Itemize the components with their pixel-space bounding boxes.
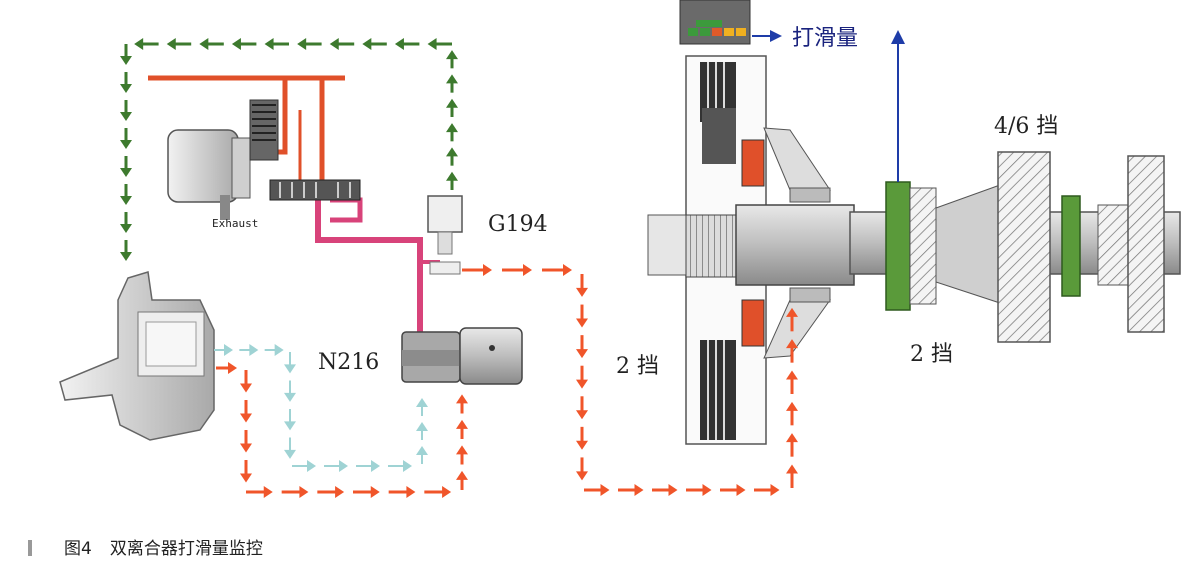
- figure-caption: 图4 双离合器打滑量监控: [28, 534, 263, 559]
- slip-amount-label: 打滑量: [792, 26, 859, 51]
- gear-2-shaft-label: 2 挡: [910, 342, 953, 367]
- cyan-arrow-arrowhead: [284, 392, 296, 402]
- orange-arrow-arrowhead: [523, 264, 532, 276]
- green-arrow-arrowhead: [446, 74, 458, 84]
- orange-arrow-arrowhead: [456, 419, 468, 429]
- orange-arrow-arrowhead: [576, 349, 588, 359]
- orange-arrow-arrowhead: [702, 484, 712, 496]
- orange-arrow-arrowhead: [240, 473, 252, 483]
- figure-title: 双离合器打滑量监控: [109, 539, 263, 559]
- gear-2-clutch-label: 2 挡: [616, 354, 659, 379]
- green-arrow-arrowhead: [231, 38, 241, 50]
- orange-arrow-arrowhead: [456, 470, 468, 480]
- cyan-arrow-arrowhead: [307, 460, 316, 472]
- cyan-arrow-arrowhead: [224, 344, 233, 356]
- green-arrow-arrowhead: [120, 252, 132, 261]
- orange-arrow-arrowhead: [736, 484, 746, 496]
- green-arrow-arrowhead: [446, 50, 458, 60]
- orange-arrow-arrowhead: [786, 433, 798, 443]
- green-arrow-arrowhead: [134, 38, 144, 50]
- orange-arrow-arrowhead: [563, 264, 572, 276]
- hydraulic-lines: [148, 75, 440, 335]
- orange-arrow-arrowhead: [576, 471, 588, 481]
- diagram-svg: [59, 0, 1181, 498]
- cyan-arrow-arrowhead: [371, 460, 380, 472]
- orange-arrow-arrowhead: [576, 318, 588, 328]
- orange-arrow-arrowhead: [228, 362, 237, 374]
- green-arrow-arrowhead: [446, 147, 458, 157]
- orange-arrow-arrowhead: [240, 443, 252, 453]
- orange-arrow-arrowhead: [786, 339, 798, 349]
- orange-arrow-arrowhead: [370, 486, 380, 498]
- cyan-arrow-arrowhead: [339, 460, 348, 472]
- orange-arrow-arrowhead: [668, 484, 678, 496]
- orange-arrow-arrowhead: [442, 486, 452, 498]
- orange-arrow-arrowhead: [634, 484, 644, 496]
- n216-valve: [401, 327, 523, 385]
- dual-clutch: [647, 55, 855, 445]
- orange-arrow-arrowhead: [240, 413, 252, 423]
- orange-arrow-arrowhead: [770, 484, 780, 496]
- orange-arrow-arrowhead: [576, 440, 588, 450]
- orange-arrow-arrowhead: [456, 394, 468, 404]
- green-arrow-arrowhead: [120, 112, 132, 121]
- green-arrow-arrowhead: [446, 171, 458, 181]
- orange-arrow-arrowhead: [600, 484, 610, 496]
- cyan-arrow-arrowhead: [416, 422, 428, 431]
- green-arrow-arrowhead: [120, 168, 132, 177]
- orange-arrow-arrowhead: [335, 486, 345, 498]
- display-panel: [679, 0, 751, 45]
- green-arrow-arrowhead: [362, 38, 372, 50]
- cyan-arrow-arrowhead: [274, 344, 284, 356]
- green-arrow-arrowhead: [120, 84, 132, 93]
- solenoid-assembly: [167, 99, 361, 220]
- green-arrow-arrowhead: [329, 38, 339, 50]
- orange-arrow-arrowhead: [263, 486, 273, 498]
- green-arrow-arrowhead: [427, 38, 437, 50]
- figure-number: 图4: [64, 539, 92, 559]
- caption-marker: [28, 540, 32, 556]
- green-arrow-arrowhead: [166, 38, 176, 50]
- blue-arrow-display-head: [770, 30, 782, 42]
- green-arrow-arrowhead: [120, 140, 132, 149]
- control-unit: [59, 271, 215, 441]
- exhaust-label: Exhaust: [212, 217, 259, 230]
- cyan-arrow-arrowhead: [284, 449, 296, 459]
- green-arrow-arrowhead: [199, 38, 209, 50]
- n216-label: N216: [318, 350, 380, 375]
- orange-arrow-arrowhead: [406, 486, 416, 498]
- g194-label: G194: [488, 212, 548, 237]
- gear-shaft: [849, 151, 1181, 343]
- orange-arrow-arrowhead: [576, 410, 588, 420]
- gear-46-label: 4/6 挡: [994, 114, 1059, 139]
- green-arrow-arrowhead: [120, 196, 132, 205]
- blue-arrow-shaft-head: [891, 30, 905, 44]
- green-arrow-arrowhead: [120, 56, 132, 65]
- orange-arrow-arrowhead: [786, 370, 798, 380]
- orange-arrow-arrowhead: [786, 464, 798, 474]
- cyan-arrow-arrowhead: [416, 446, 428, 455]
- orange-arrow-arrowhead: [576, 379, 588, 389]
- cyan-arrow-arrowhead: [416, 398, 428, 407]
- green-arrow-arrowhead: [297, 38, 307, 50]
- orange-arrow-arrowhead: [299, 486, 309, 498]
- green-arrow-arrowhead: [446, 123, 458, 133]
- cyan-arrow-arrowhead: [284, 421, 296, 431]
- green-arrow-arrowhead: [120, 224, 132, 233]
- green-arrow-arrowhead: [446, 98, 458, 108]
- cyan-arrow-arrowhead: [249, 344, 259, 356]
- cyan-arrow-arrowhead: [403, 460, 412, 472]
- orange-arrow-arrowhead: [786, 401, 798, 411]
- orange-arrow-arrowhead: [483, 264, 492, 276]
- signal-arrows: [120, 30, 905, 498]
- cyan-arrow-arrowhead: [284, 364, 296, 374]
- orange-arrow-arrowhead: [456, 445, 468, 455]
- orange-arrow-arrowhead: [240, 383, 252, 393]
- orange-arrow-arrowhead: [576, 287, 588, 297]
- green-arrow-arrowhead: [394, 38, 404, 50]
- green-arrow-arrowhead: [264, 38, 274, 50]
- orange-arrow-arrowhead: [786, 307, 798, 317]
- g194-sensor: [427, 195, 463, 275]
